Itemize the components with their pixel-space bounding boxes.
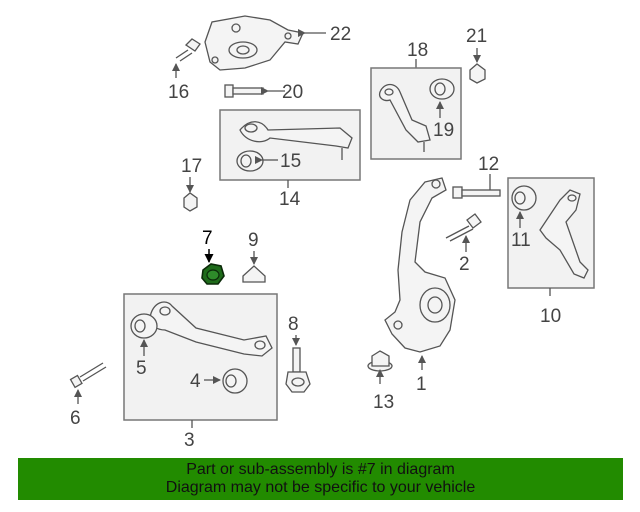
callout-18: 18 (407, 40, 428, 61)
bolt-16[interactable] (172, 38, 201, 78)
bushing-5[interactable] (130, 313, 158, 356)
upper-mount-bracket[interactable] (204, 15, 326, 71)
callout-17: 17 (181, 156, 202, 177)
callout-12: 12 (478, 154, 499, 175)
callout-21: 21 (466, 26, 487, 47)
nut-9[interactable] (242, 265, 266, 283)
callout-19: 19 (433, 120, 454, 141)
callout-9: 9 (248, 230, 259, 251)
bushing-15[interactable] (236, 150, 278, 172)
callout-15: 15 (280, 151, 301, 172)
bolt-6[interactable] (69, 362, 107, 404)
callout-2: 2 (459, 254, 470, 275)
callout-3: 3 (184, 430, 195, 451)
bushing-4[interactable] (204, 368, 248, 394)
callout-13: 13 (373, 392, 394, 413)
bushing-19[interactable] (429, 78, 455, 118)
callout-10: 10 (540, 306, 561, 327)
ball-joint-8[interactable] (285, 347, 311, 393)
callout-1: 1 (416, 374, 427, 395)
callout-20: 20 (282, 82, 303, 103)
callout-7: 7 (202, 228, 213, 249)
callout-16: 16 (168, 82, 189, 103)
banner-line-1: Part or sub-assembly is #7 in diagram (186, 461, 455, 478)
assembly-box-3 (123, 293, 278, 421)
callout-6: 6 (70, 408, 81, 429)
steering-knuckle-1[interactable] (384, 177, 456, 370)
callout-11: 11 (511, 230, 531, 251)
upper-control-arm[interactable] (239, 121, 353, 160)
bolt-2[interactable] (445, 213, 482, 252)
callout-8: 8 (288, 314, 299, 335)
bushing-7-highlighted[interactable] (201, 263, 225, 285)
callout-4: 4 (190, 371, 201, 392)
nut-17[interactable] (183, 192, 198, 212)
callout-22: 22 (330, 24, 351, 45)
callout-14: 14 (279, 189, 301, 210)
info-banner: Part or sub-assembly is #7 in diagram Di… (18, 458, 623, 500)
bolt-20[interactable] (224, 84, 285, 98)
banner-line-2: Diagram may not be specific to your vehi… (165, 479, 476, 496)
bolt-12[interactable] (452, 186, 501, 199)
bushing-11[interactable] (511, 185, 537, 228)
lower-arm-10[interactable] (539, 189, 589, 279)
trailing-arm-18[interactable] (378, 83, 431, 153)
nut-21[interactable] (469, 63, 486, 84)
callout-5: 5 (136, 358, 147, 379)
flange-nut-13[interactable] (367, 350, 393, 384)
